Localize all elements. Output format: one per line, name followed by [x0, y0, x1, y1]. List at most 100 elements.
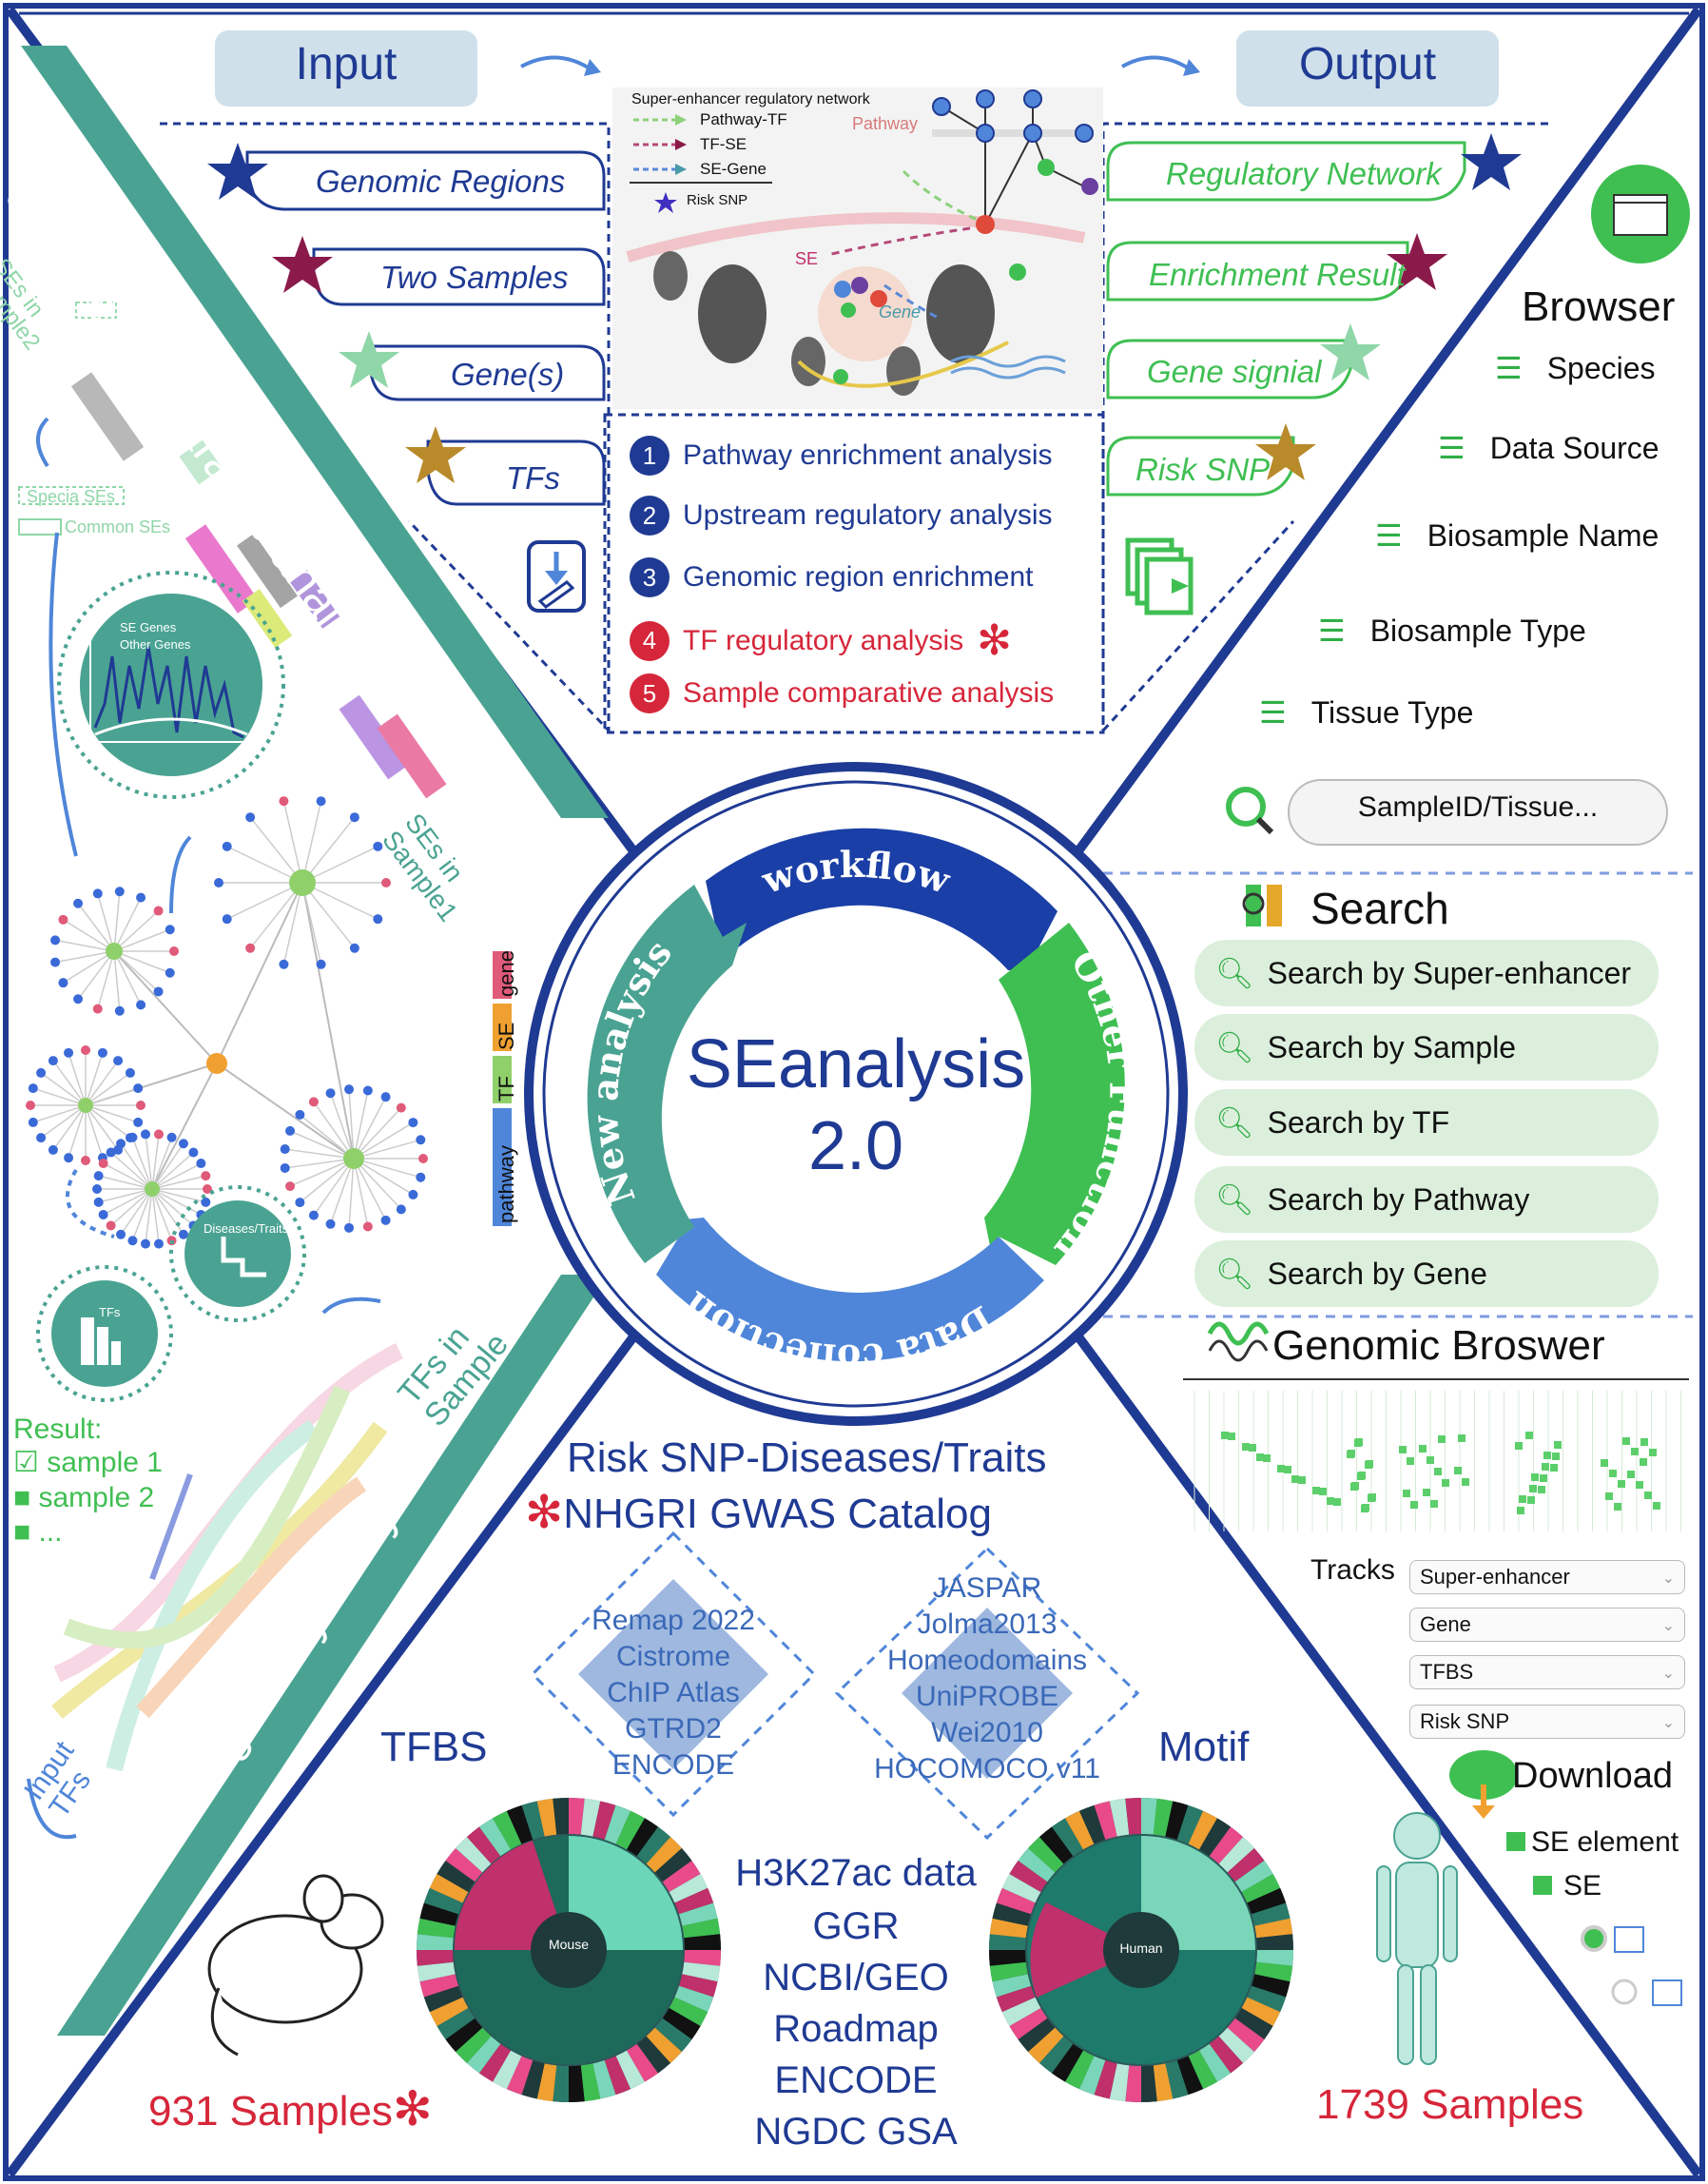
h3k27ac-source-2: NCBI/GEO [763, 1957, 949, 1999]
track-select-gene[interactable]: Gene⌄ [1409, 1608, 1685, 1642]
filter-tissue-type[interactable]: ☰Tissue Type [1259, 694, 1473, 731]
track-feature [1333, 1498, 1341, 1506]
output-risk-snp[interactable]: Risk SNP [1135, 452, 1271, 487]
search-by-super-enhancer-button[interactable]: 🔍︎Search by Super-enhancer [1194, 940, 1659, 1006]
track-feature [1242, 1443, 1250, 1451]
output-enrichment-result[interactable]: Enrichment Result [1149, 257, 1406, 292]
network-node [98, 1209, 108, 1219]
sliders-icon: ☰ [1318, 614, 1346, 648]
track-feature [1515, 1442, 1523, 1450]
track-feature [1410, 1501, 1418, 1509]
network-node [349, 812, 359, 823]
track-feature [1368, 1494, 1375, 1502]
filter-data-source[interactable]: ☰Data Source [1438, 430, 1659, 466]
input-two-samples[interactable]: Two Samples [380, 260, 569, 295]
output-regulatory-network[interactable]: Regulatory Network [1166, 156, 1442, 191]
legend-tf-se: TF-SE [700, 135, 747, 153]
analysis-item-3[interactable]: 3 Genomic region enrichment [630, 557, 1034, 597]
mouse-samples-count: 931 Samples✻ [148, 2081, 433, 2136]
filter-biosample-name[interactable]: ☰Biosample Name [1375, 517, 1659, 554]
network-node [50, 935, 61, 946]
analysis-item-5[interactable]: 5 Sample comparative analysis [630, 673, 1054, 713]
sunburst-segment [456, 2027, 492, 2063]
sunburst-segment [646, 2027, 682, 2063]
input-genes[interactable]: Gene(s) [451, 357, 565, 392]
sunburst-segment [553, 2065, 569, 2102]
sunburst-segment [580, 1798, 601, 1837]
track-feature [1403, 1490, 1410, 1497]
network-node [203, 1184, 212, 1194]
analysis-number-2: 2 [630, 496, 670, 536]
filter-species[interactable]: ☰Species [1495, 350, 1656, 386]
center-version: 2.0 [807, 1108, 904, 1184]
sunburst-segment [1234, 2008, 1273, 2040]
human-sunburst-label: Human [1119, 1940, 1163, 1956]
sliders-icon: ☰ [1259, 695, 1287, 730]
search-by-pathway-button[interactable]: 🔍︎Search by Pathway [1194, 1166, 1659, 1233]
sunburst-segment [1028, 1837, 1064, 1873]
analysis-item-2[interactable]: 2 Upstream regulatory analysis [630, 496, 1053, 536]
track-feature [1221, 1432, 1229, 1439]
input-genomic-regions[interactable]: Genomic Regions [316, 164, 566, 199]
legend-pathway: pathway [495, 1145, 518, 1223]
network-node [165, 967, 175, 978]
sunburst-segment [1051, 2043, 1083, 2082]
result-item-3[interactable]: ■ ... [13, 1516, 62, 1549]
download-title[interactable]: Download [1512, 1756, 1673, 1796]
network-node [344, 1222, 355, 1233]
motif-db-6: HOCOMOCO v11 [874, 1753, 1100, 1784]
input-tfs[interactable]: TFs [506, 460, 560, 496]
tfbs-db-3: ChIP Atlas [607, 1677, 740, 1708]
sunburst-segment [1165, 2060, 1189, 2099]
sunburst-segment [674, 1887, 714, 1915]
analysis-item-1[interactable]: 1 Pathway enrichment analysis [630, 436, 1053, 476]
filter-biosample-type[interactable]: ☰Biosample Type [1318, 613, 1586, 649]
gwas-catalog-label: NHGRI GWAS Catalog [563, 1491, 992, 1537]
network-node [48, 1144, 58, 1155]
track-feature [1543, 1452, 1551, 1459]
network-node [222, 914, 232, 925]
track-select-risk-snp[interactable]: Risk SNP⌄ [1409, 1705, 1685, 1739]
sunburst-segment [1065, 2050, 1095, 2090]
track-feature [1542, 1463, 1549, 1471]
track-feature [1517, 1507, 1524, 1514]
network-hub [145, 1181, 160, 1197]
check-icon: ☑ [13, 1447, 48, 1478]
track-select-tfbs[interactable]: TFBS⌄ [1409, 1655, 1685, 1689]
track-select-super-enhancer[interactable]: Super-enhancer⌄ [1409, 1560, 1685, 1594]
track-feature [1419, 1445, 1427, 1453]
track-feature [1609, 1470, 1617, 1477]
search-by-tf-button[interactable]: 🔍︎Search by TF [1194, 1089, 1659, 1156]
analysis-item-4[interactable]: 4 TF regulatory analysis ✻ [630, 616, 1012, 665]
motif-db-3: Homeodomains [886, 1645, 1088, 1676]
sunburst-segment [1256, 1934, 1293, 1950]
track-feature [1531, 1473, 1539, 1481]
legend-gene: gene [495, 950, 518, 997]
common-ses-label: Common SEs [65, 517, 171, 536]
track-feature [1312, 1487, 1320, 1494]
sunburst-segment [466, 1826, 501, 1864]
browser-title: Browser [1522, 283, 1676, 330]
sunburst-segment [1109, 1798, 1130, 1837]
h3k27ac-title: H3K27ac data [735, 1852, 977, 1894]
result-item-1[interactable]: ☑ sample 1 [13, 1446, 163, 1479]
sunburst-segment [1241, 1997, 1281, 2026]
search-input[interactable]: SampleID/Tissue... [1357, 791, 1599, 823]
network-node [153, 1238, 164, 1249]
sunburst-segment [1078, 1804, 1106, 1844]
network-node [396, 1102, 406, 1113]
input-label: Input [295, 39, 398, 89]
download-se[interactable]: SE [1563, 1870, 1602, 1901]
result-item-2[interactable]: ■ sample 2 [13, 1482, 154, 1514]
sunburst-segment [1247, 1887, 1287, 1915]
search-by-sample-button[interactable]: 🔍︎Search by Sample [1194, 1014, 1659, 1081]
search-by-gene-button[interactable]: 🔍︎Search by Gene [1194, 1240, 1659, 1307]
output-gene-signal[interactable]: Gene signial [1147, 354, 1322, 389]
sunburst-segment [1009, 1860, 1048, 1892]
network-node [316, 796, 326, 807]
sunburst-segment [654, 2018, 692, 2053]
human-samples-count: 1739 Samples [1316, 2081, 1584, 2128]
filter-biosample-name-label: Biosample Name [1427, 517, 1659, 553]
search-by-tf-label: Search by TF [1267, 1104, 1450, 1140]
download-se-element[interactable]: SE element [1531, 1826, 1679, 1858]
